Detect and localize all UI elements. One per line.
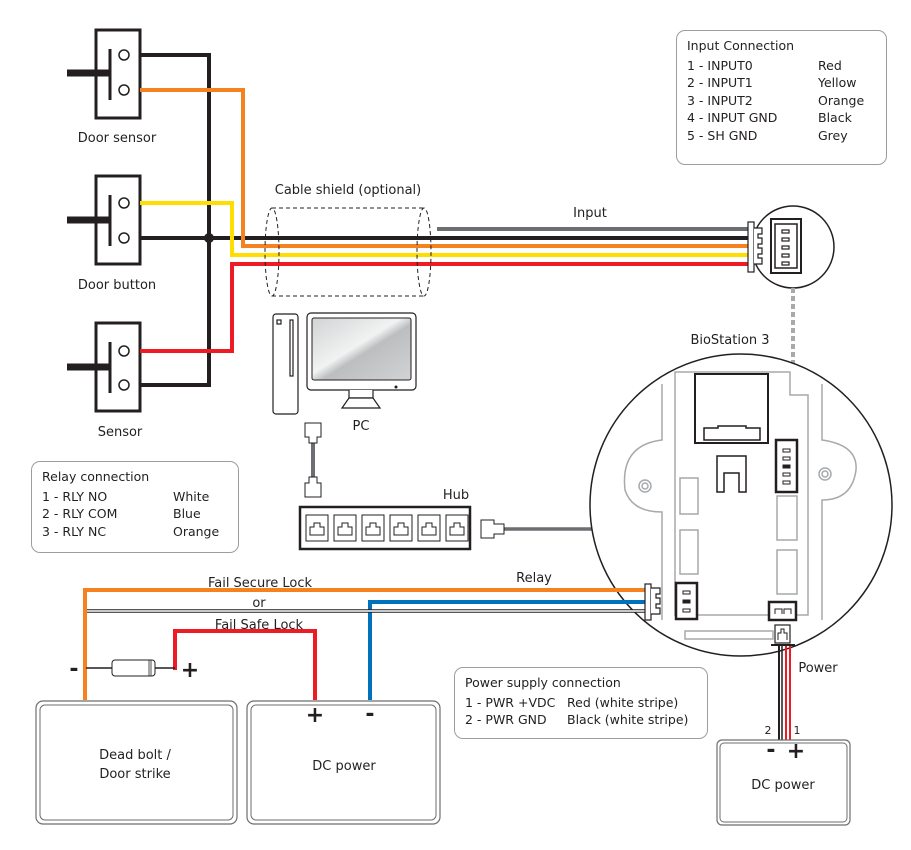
yellow-input1-wire [140, 201, 748, 257]
relay-com-blue-wire [368, 600, 646, 700]
legend-color: Black (white stripe) [567, 712, 689, 727]
red-input0-wire [140, 262, 748, 353]
black-ground-wire [140, 53, 211, 387]
junction-dot [204, 233, 214, 243]
legend-color: Grey [818, 127, 848, 143]
legend-color: Orange [173, 523, 220, 539]
legend-pin: 2 - INPUT1 [687, 75, 753, 90]
network-hub [298, 505, 472, 551]
relay-connection-legend: Relay connection 1 - RLY NO White 2 - RLY… [31, 461, 239, 553]
legend-row: 1 - INPUT0 Red [687, 57, 864, 75]
legend-row: 4 - INPUT GND Black [687, 109, 864, 127]
diode-plus-sign: + [181, 658, 199, 683]
legend-pin: 2 - PWR GND [465, 712, 547, 727]
power-cable [771, 624, 795, 740]
dc-power-left-box [246, 700, 441, 825]
dc-power-right-label: DC power [751, 778, 815, 793]
legend-pin: 3 - INPUT2 [687, 92, 753, 108]
input-label: Input [573, 206, 607, 221]
legend-row: 3 - INPUT2 Orange [687, 92, 864, 110]
diode-minus-sign: - [69, 657, 78, 682]
fail-safe-label: Fail Safe Lock [215, 618, 304, 633]
relay-label: Relay [516, 571, 552, 586]
dead-bolt-label-line2: Door strike [99, 767, 170, 782]
sensor-label: Sensor [98, 425, 143, 440]
cable-shield-label: Cable shield (optional) [275, 183, 422, 198]
legend-table: 1 - INPUT0 Red 2 - INPUT1 Yellow 3 - INPUT… [687, 57, 864, 145]
biostation-label: BioStation 3 [690, 333, 769, 348]
legend-table: 1 - PWR +VDC Red (white stripe) 2 - PWR G… [465, 694, 688, 729]
legend-row: 1 - PWR +VDC Red (white stripe) [465, 694, 688, 712]
pc-monitor [306, 312, 417, 409]
legend-pin: 1 - RLY NO [42, 488, 108, 504]
cable-shield [264, 207, 432, 297]
power-connection-legend: Power supply connection 1 - PWR +VDC Red … [454, 667, 708, 739]
door-sensor-switch [67, 28, 142, 120]
input-connector-detail [747, 205, 835, 289]
orange-input2-wire [140, 88, 748, 248]
relay-connector-plug [644, 583, 661, 621]
dead-bolt-label-line1: Dead bolt / [99, 748, 171, 763]
pc-patch-cable [304, 422, 322, 498]
dc-right-minus-sign: - [766, 738, 775, 763]
door-sensor-label: Door sensor [78, 131, 157, 146]
legend-title: Power supply connection [465, 675, 621, 690]
legend-color: Red (white stripe) [567, 694, 679, 710]
biostation-device [589, 353, 893, 657]
door-button-label: Door button [78, 278, 156, 293]
legend-table: 1 - RLY NO White 2 - RLY COM Blue 3 - RLY … [42, 488, 219, 541]
or-label: or [252, 596, 266, 611]
sensor-switch [67, 321, 142, 413]
door-button-switch [67, 174, 142, 266]
legend-color: Orange [818, 92, 865, 108]
dc-left-plus-sign: + [306, 703, 324, 728]
legend-color: Black [818, 110, 852, 125]
legend-pin: 4 - INPUT GND [687, 110, 778, 125]
legend-color: Red [818, 57, 842, 73]
fail-safe-red-wire [173, 629, 317, 700]
pc-label: PC [353, 419, 370, 434]
legend-color: Yellow [818, 75, 857, 90]
pc-tower [272, 313, 299, 415]
legend-title: Relay connection [42, 469, 150, 484]
input-connection-legend: Input Connection 1 - INPUT0 Red 2 - INPUT… [676, 30, 887, 165]
ethernet-plug [480, 519, 505, 539]
dead-bolt-box [35, 700, 238, 825]
legend-row: 1 - RLY NO White [42, 488, 219, 506]
pin-1-label: 1 [794, 724, 801, 737]
dc-right-plus-sign: + [787, 739, 805, 764]
legend-pin: 1 - PWR +VDC [465, 694, 556, 710]
legend-row: 2 - RLY COM Blue [42, 505, 219, 523]
legend-pin: 5 - SH GND [687, 127, 758, 143]
legend-pin: 1 - INPUT0 [687, 57, 753, 73]
legend-color: Blue [173, 506, 201, 521]
hub-label: Hub [443, 488, 469, 503]
legend-row: 5 - SH GND Grey [687, 127, 864, 145]
dc-left-minus-sign: - [365, 702, 374, 727]
legend-title: Input Connection [687, 38, 795, 53]
relay-nc-orange-wire [83, 588, 646, 700]
legend-pin: 2 - RLY COM [42, 506, 118, 521]
legend-row: 2 - INPUT1 Yellow [687, 74, 864, 92]
legend-row: 2 - PWR GND Black (white stripe) [465, 711, 688, 729]
fail-secure-label: Fail Secure Lock [208, 576, 313, 591]
diode [86, 659, 175, 677]
legend-color: White [173, 488, 210, 504]
power-label: Power [798, 661, 838, 676]
legend-row: 3 - RLY NC Orange [42, 523, 219, 541]
dc-power-left-label: DC power [312, 759, 376, 774]
legend-pin: 3 - RLY NC [42, 523, 107, 539]
pin-2-label: 2 [765, 724, 772, 737]
dc-power-right-box [716, 739, 851, 826]
